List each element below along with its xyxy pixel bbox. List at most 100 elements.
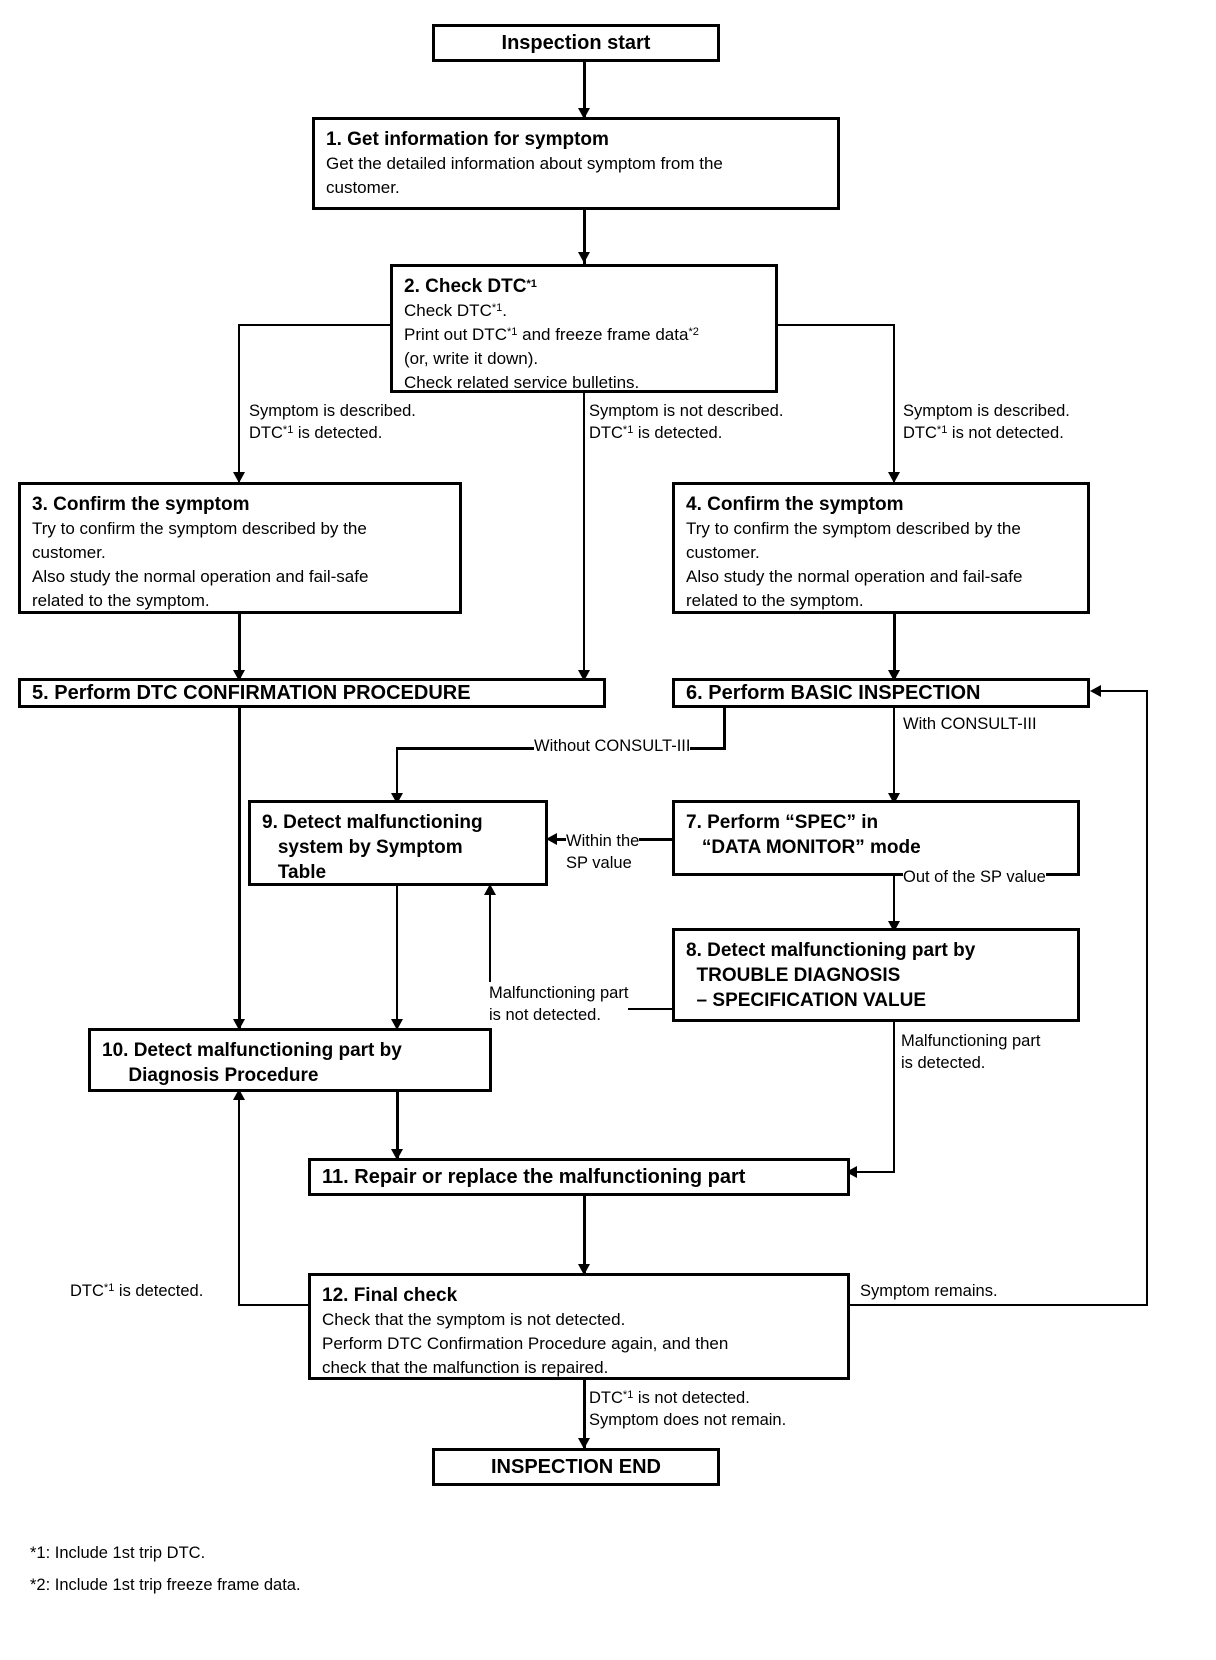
arrowhead-8-to-11 (846, 1166, 857, 1178)
node-10-line-0: 10. Detect malfunctioning part by (102, 1040, 402, 1061)
node-4-line-2: Also study the normal operation and fail… (686, 567, 1023, 586)
edge-2-mid-down (583, 392, 585, 680)
node-9-line-1: system by Symptom (262, 837, 463, 858)
edge-6-to-7 (893, 705, 895, 803)
arrowhead-2-to-5 (578, 670, 590, 681)
node-1[interactable]: 1. Get information for symptom Get the d… (312, 117, 840, 210)
node-4-line-3: related to the symptom. (686, 591, 864, 610)
arrowhead-1-to-2 (578, 252, 590, 263)
edge-label-branch-right: Symptom is described. DTC*1 is not detec… (903, 400, 1070, 444)
arrowhead-9-to-10 (391, 1019, 403, 1030)
node-7-line-0: 7. Perform “SPEC” in (686, 812, 879, 833)
node-3[interactable]: 3. Confirm the symptom Try to confirm th… (18, 482, 462, 614)
node-12-heading: 12. Final check (322, 1285, 458, 1306)
node-5[interactable]: 5. Perform DTC CONFIRMATION PROCEDURE (18, 678, 606, 708)
edge-12-to-6-in (1100, 690, 1148, 692)
arrowhead-2-to-3 (233, 472, 245, 483)
edge-8-up-to-9 (489, 893, 491, 1010)
arrowhead-8-to-9 (484, 884, 496, 895)
edge-label-final-ok: DTC*1 is not detected. Symptom does not … (589, 1387, 787, 1431)
node-3-line-0: Try to confirm the symptom described by … (32, 519, 367, 538)
arrowhead-11-to-12 (578, 1264, 590, 1275)
footnote-2: *2: Include 1st trip freeze frame data. (30, 1576, 301, 1594)
node-inspection-end-label: INSPECTION END (490, 1455, 662, 1478)
node-12-line-0: Check that the symptom is not detected. (322, 1310, 626, 1329)
edge-2-left-down (238, 324, 240, 482)
node-4-heading: 4. Confirm the symptom (686, 494, 904, 515)
node-8[interactable]: 8. Detect malfunctioning part by TROUBLE… (672, 928, 1080, 1022)
node-9-line-2: Table (262, 862, 327, 883)
arrowhead-12-to-end (578, 1438, 590, 1449)
edge-12-to-10-up (238, 1098, 240, 1306)
footnote-1: *1: Include 1st trip DTC. (30, 1544, 206, 1562)
node-6[interactable]: 6. Perform BASIC INSPECTION (672, 678, 1090, 708)
edge-2-right-stub (778, 324, 895, 326)
node-12[interactable]: 12. Final check Check that the symptom i… (308, 1273, 850, 1380)
edge-12-to-6-up (1146, 691, 1148, 1306)
arrowhead-10-to-11 (391, 1149, 403, 1160)
node-7-line-1: “DATA MONITOR” mode (686, 837, 921, 858)
node-4[interactable]: 4. Confirm the symptom Try to confirm th… (672, 482, 1090, 614)
node-1-line-0: Get the detailed information about sympt… (326, 154, 723, 173)
edge-label-branch-mid: Symptom is not described. DTC*1 is detec… (589, 400, 784, 444)
edge-4-to-6 (893, 613, 896, 681)
node-8-line-2: – SPECIFICATION VALUE (686, 990, 926, 1011)
edge-label-branch-left: Symptom is described. DTC*1 is detected. (249, 400, 416, 444)
arrowhead-6-to-7 (888, 793, 900, 804)
edge-9-to-10 (396, 886, 398, 1029)
edge-label-symptom-remains: Symptom remains. (860, 1280, 998, 1302)
edge-label-part-detected: Malfunctioning part is detected. (901, 1030, 1041, 1074)
node-3-line-3: related to the symptom. (32, 591, 210, 610)
arrowhead-12-to-6 (1090, 685, 1101, 697)
node-11-heading: 11. Repair or replace the malfunctioning… (322, 1165, 746, 1188)
arrowhead-7-to-8 (888, 921, 900, 932)
node-10-line-1: Diagnosis Procedure (102, 1065, 319, 1086)
edge-start-to-1 (583, 61, 586, 117)
edge-2-left-stub (238, 324, 390, 326)
node-inspection-start-label: Inspection start (501, 31, 651, 54)
node-4-line-0: Try to confirm the symptom described by … (686, 519, 1021, 538)
node-8-line-1: TROUBLE DIAGNOSIS (686, 965, 901, 986)
node-11[interactable]: 11. Repair or replace the malfunctioning… (308, 1158, 850, 1196)
edge-12-to-10-left (238, 1304, 310, 1306)
edge-2-right-down (893, 324, 895, 482)
node-inspection-end[interactable]: INSPECTION END (432, 1448, 720, 1486)
edge-10-to-11 (396, 1091, 399, 1160)
edge-12-to-6-right (848, 1304, 1148, 1306)
node-9[interactable]: 9. Detect malfunctioning system by Sympt… (248, 800, 548, 886)
edge-1-to-2 (583, 209, 586, 265)
node-2-heading: 2. Check DTC*1 (404, 276, 537, 297)
arrowhead-3-to-5 (233, 670, 245, 681)
node-inspection-start[interactable]: Inspection start (432, 24, 720, 62)
node-1-heading: 1. Get information for symptom (326, 129, 609, 150)
edge-label-within-sp: Within the SP value (566, 830, 640, 874)
node-2-line-0: Check DTC*1. (404, 301, 507, 320)
node-2[interactable]: 2. Check DTC*1 Check DTC*1. Print out DT… (390, 264, 778, 393)
edge-6-without-down (723, 705, 726, 750)
arrowhead-5-to-10 (233, 1019, 245, 1030)
edge-12-to-end (583, 1380, 586, 1449)
node-3-heading: 3. Confirm the symptom (32, 494, 250, 515)
node-3-line-2: Also study the normal operation and fail… (32, 567, 369, 586)
node-3-line-1: customer. (32, 543, 106, 562)
node-12-line-1: Perform DTC Confirmation Procedure again… (322, 1334, 729, 1353)
edge-without-down-to-9 (396, 747, 398, 802)
edge-8-to-11-down (893, 1021, 895, 1173)
arrowhead-2-to-4 (888, 472, 900, 483)
edge-label-without-consult: Without CONSULT-III (534, 735, 691, 757)
edge-7-to-8 (893, 876, 895, 931)
node-12-line-2: check that the malfunction is repaired. (322, 1358, 609, 1377)
node-9-line-0: 9. Detect malfunctioning (262, 812, 483, 833)
node-10[interactable]: 10. Detect malfunctioning part by Diagno… (88, 1028, 492, 1092)
arrowhead-4-to-6 (888, 670, 900, 681)
edge-11-to-12 (583, 1196, 586, 1275)
edge-label-with-consult: With CONSULT-III (903, 713, 1037, 735)
arrowhead-7-to-9 (546, 833, 557, 845)
edge-label-out-of-sp: Out of the SP value (903, 866, 1046, 888)
node-6-heading: 6. Perform BASIC INSPECTION (686, 681, 981, 704)
node-8-line-0: 8. Detect malfunctioning part by (686, 940, 976, 961)
edge-5-to-10 (238, 705, 241, 1029)
edge-3-to-5 (238, 613, 241, 681)
node-7[interactable]: 7. Perform “SPEC” in “DATA MONITOR” mode (672, 800, 1080, 876)
